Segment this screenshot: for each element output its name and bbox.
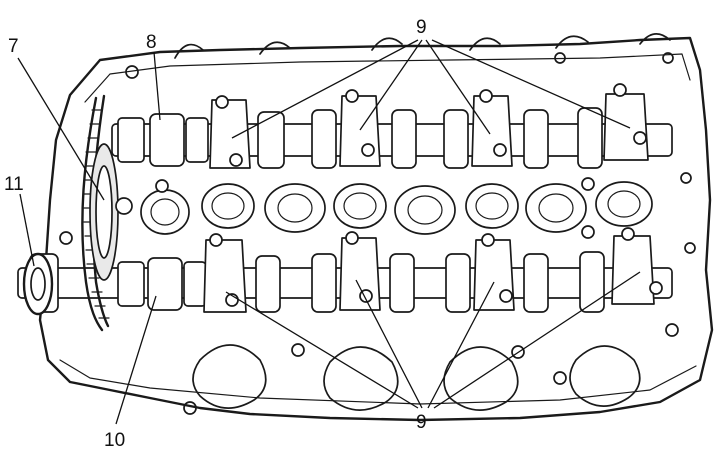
- callout-labels: 7 8 9 9 10 11: [4, 17, 427, 451]
- leader-7: [17, 57, 105, 201]
- leader-9-b: [359, 39, 423, 131]
- callout-7: 7: [8, 36, 19, 57]
- timing-chain: [59, 94, 133, 332]
- leader-9-g: [427, 281, 495, 409]
- port-openings: [192, 344, 641, 411]
- callout-9-bottom: 9: [416, 412, 427, 433]
- leader-10: [115, 295, 157, 425]
- leader-9-h: [433, 271, 641, 409]
- leader-9-d: [431, 39, 631, 129]
- leader-11: [19, 193, 35, 267]
- leader-9-c: [425, 39, 491, 135]
- callout-9-top: 9: [416, 17, 427, 38]
- spark-plug-wells: [140, 177, 653, 239]
- cylinder-head-body: [38, 33, 714, 422]
- leader-9-e: [225, 291, 419, 409]
- callout-10: 10: [104, 430, 125, 451]
- camshaft-front-end: [22, 252, 54, 316]
- callout-8: 8: [146, 32, 157, 53]
- lower-camshaft: [17, 227, 673, 313]
- leader-8: [153, 51, 161, 121]
- upper-camshaft: [111, 83, 673, 169]
- callout-11: 11: [4, 174, 24, 195]
- leader-9-a: [231, 39, 419, 139]
- leader-9-f: [355, 279, 423, 409]
- leader-lines: [17, 39, 641, 425]
